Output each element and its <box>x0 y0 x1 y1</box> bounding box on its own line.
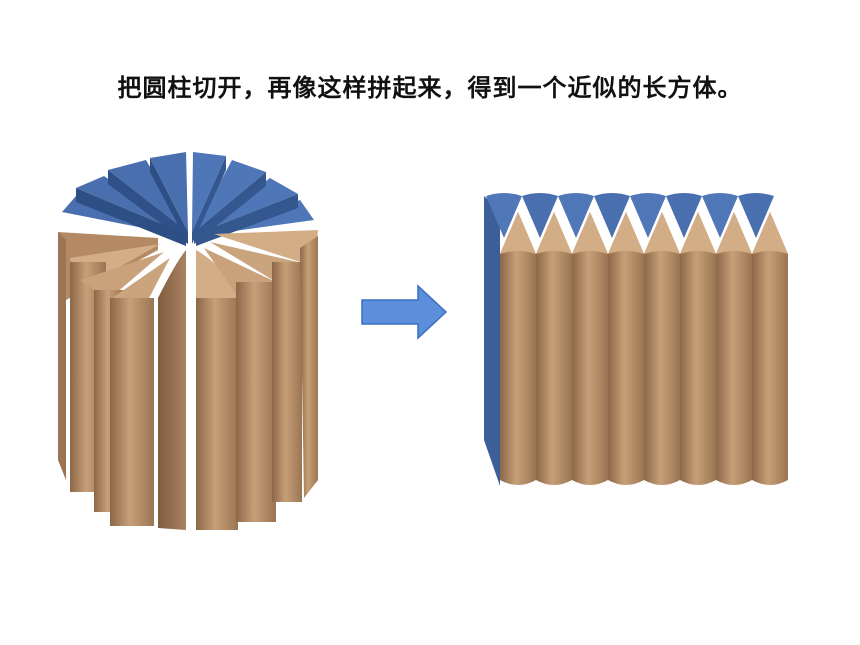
cylinder-top-wedges-back <box>62 152 314 246</box>
cylinder-top-wedge <box>192 152 226 232</box>
cylinder-stave <box>58 232 158 480</box>
cuboid-tan-piece <box>536 212 572 485</box>
cuboid-tan-piece-top <box>608 212 644 254</box>
cylinder-stave <box>196 250 238 300</box>
cylinder-top-wedge <box>150 152 188 232</box>
cuboid-blue-wedge <box>630 193 666 238</box>
cuboid-tan-piece <box>608 212 644 485</box>
cuboid-tan-piece-top <box>500 212 536 254</box>
cylinder-wedge-side <box>192 156 226 244</box>
rearranged-cuboid <box>484 193 788 486</box>
cuboid-tan-piece-top <box>716 212 752 254</box>
cuboid-tan-piece-top <box>680 212 716 254</box>
cuboid-blue-wedge <box>558 193 594 238</box>
cuboid-tan-piece <box>752 212 788 485</box>
cylinder-stave <box>58 232 66 480</box>
cylinder-stave <box>196 298 238 530</box>
cuboid-tan-piece-top <box>572 212 608 254</box>
cuboid-tan-piece-top <box>752 212 788 254</box>
cylinder-wedge-side <box>194 172 266 244</box>
cuboid-blue-wedge <box>738 193 774 238</box>
cuboid-blue-wedge <box>702 193 738 238</box>
cylinder-stave <box>236 282 276 522</box>
cylinder-stave <box>214 230 318 262</box>
cuboid-tan-piece <box>572 212 608 485</box>
cylinder-stave <box>110 298 154 526</box>
cylinder-wedge-side <box>76 188 186 246</box>
cylinder-wedge-side <box>196 194 298 246</box>
cylinder-stave <box>272 262 302 502</box>
cuboid-side-face <box>484 196 500 486</box>
cylinder-stave <box>158 250 186 530</box>
cylinder-stave <box>112 258 170 300</box>
cuboid-tan-piece <box>716 212 752 485</box>
sliced-cylinder <box>58 152 318 530</box>
cuboid-blue-wedge <box>666 193 702 238</box>
cuboid-blue-wedge <box>522 193 558 238</box>
cuboid-tan-piece <box>500 212 536 485</box>
cylinder-stave <box>300 236 318 498</box>
cylinder-wedge-side <box>150 158 188 244</box>
cuboid-blue-wedge <box>594 193 630 238</box>
cuboid-tan-piece <box>680 212 716 485</box>
cuboid-blue-wedge <box>486 193 522 238</box>
cuboid-tan-piece <box>644 212 680 485</box>
cylinder-stave <box>80 252 164 300</box>
right-arrow-icon <box>361 284 448 340</box>
cuboid-tan-piece-top <box>644 212 680 254</box>
cylinder-wedge-side <box>108 170 188 244</box>
cylinder-front-staves <box>58 230 318 530</box>
caption-text: 把圆柱切开，再像这样拼起来，得到一个近似的长方体。 <box>117 74 743 102</box>
cylinder-top-wedge <box>194 160 266 232</box>
cuboid-tan-piece-top <box>536 212 572 254</box>
cylinder-top-wedge <box>108 160 188 232</box>
